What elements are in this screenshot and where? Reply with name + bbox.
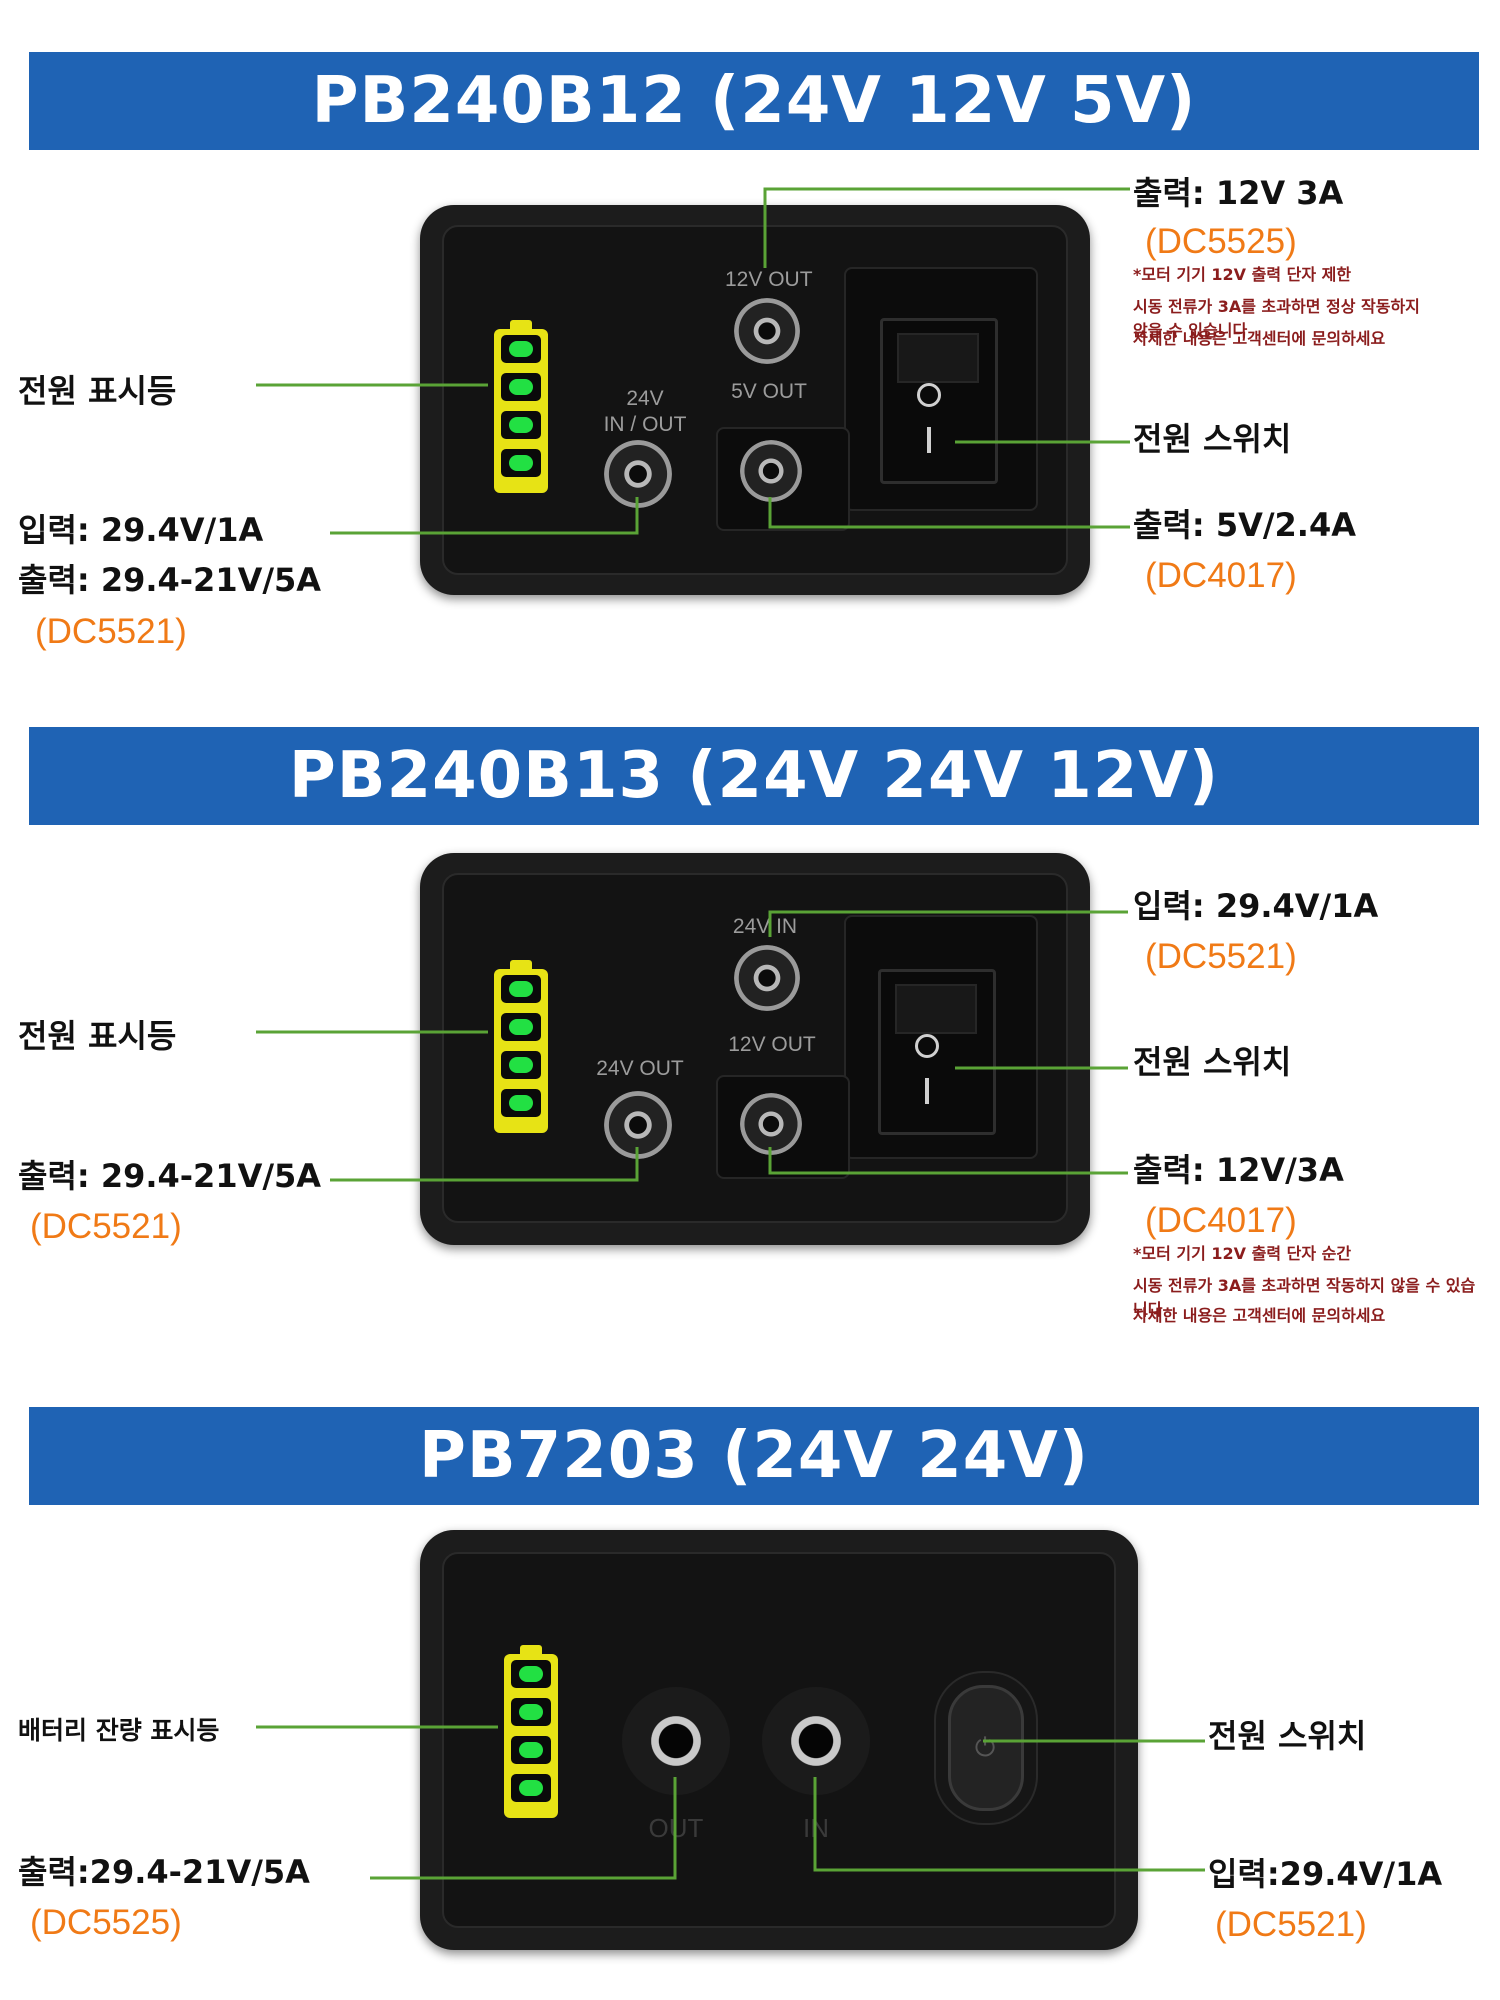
port-24v-in: [734, 945, 800, 1011]
note-line: 니다 자세한 내용은 고객센터에 문의하세요: [1133, 1299, 1475, 1325]
label-out5: 출력: 5V/2.4A: [1133, 506, 1356, 544]
switch-off-mark-icon: [917, 383, 941, 407]
leader-24v-inout: [330, 497, 639, 535]
led-cell: [511, 1736, 551, 1764]
label-switch: 전원 스위치: [1133, 420, 1292, 458]
note-12v-limit: *모터 기기 12V 출력 단자 제한 시동 전류가 3A를 초과하면 정상 작…: [1133, 262, 1420, 348]
switch-on-mark-icon: [925, 1078, 929, 1104]
section-title: PB7203 (24V 24V): [29, 1407, 1479, 1505]
note-12v-limit: *모터 기기 12V 출력 단자 순간 시동 전류가 3A를 초과하면 작동하지…: [1133, 1241, 1475, 1325]
led-cell: [501, 975, 541, 1003]
connector-dc5525: (DC5525): [1145, 222, 1297, 261]
port-label-12v-out: 12V OUT: [728, 1033, 816, 1056]
port-label-5v-out: 5V OUT: [731, 380, 807, 403]
led-cell: [501, 1089, 541, 1117]
section-title: PB240B13 (24V 24V 12V): [29, 727, 1479, 825]
label-switch: 전원 스위치: [1133, 1043, 1292, 1081]
port-12v-out: [740, 1093, 802, 1155]
label-input: 입력: 29.4V/1A: [18, 511, 264, 549]
port-24v-inout: [604, 440, 672, 508]
note-line: 않을 수 있습니다 자세한 내용은 고객센터에 문의하세요: [1133, 320, 1420, 348]
power-button[interactable]: ⏻: [948, 1685, 1024, 1811]
connector-dc4017: (DC4017): [1145, 556, 1297, 595]
led-cell: [501, 373, 541, 401]
port-label-12v-out: 12V OUT: [725, 268, 813, 291]
connector-dc5521: (DC5521): [1215, 1905, 1367, 1944]
note-line: *모터 기기 12V 출력 단자 순간: [1133, 1244, 1352, 1263]
leader-lines: [256, 187, 1130, 535]
leader-12v-out: [763, 187, 1130, 268]
connector-dc5521: (DC5521): [1145, 937, 1297, 976]
port-label-24v-out: 24V OUT: [596, 1057, 684, 1080]
connector-dc5525: (DC5525): [30, 1903, 182, 1942]
section-pb240b13: PB240B13 (24V 24V 12V) 24V IN 24V OUT 12…: [0, 675, 1500, 1325]
led-cell: [511, 1774, 551, 1802]
label-switch: 전원 스위치: [1208, 1717, 1367, 1755]
note-line: *모터 기기 12V 출력 단자 제한: [1133, 265, 1352, 284]
port-label-24v-in: 24V IN: [732, 915, 798, 938]
rocker-switch[interactable]: [878, 969, 996, 1135]
rocker-switch[interactable]: [880, 318, 998, 484]
leader-24v-in: [768, 910, 1128, 937]
section-pb240b12: PB240B12 (24V 12V 5V) 12V OUT 24V IN / O…: [0, 0, 1500, 651]
label-indicator: 배터리 잔량 표시등: [18, 1716, 220, 1745]
port-5v-out: [740, 440, 802, 502]
note-line-overlap: 자세한 내용은 고객센터에 문의하세요: [1133, 329, 1386, 348]
connector-dc5521: (DC5521): [35, 612, 187, 651]
switch-on-mark-icon: [927, 427, 931, 453]
section-pb7203: PB7203 (24V 24V) OUT IN ⏻ 배터리 잔량 표시등 출력:…: [0, 1355, 1500, 1995]
label-indicator: 전원 표시등: [18, 1017, 177, 1055]
label-output: 출력: 29.4-21V/5A: [18, 1157, 322, 1195]
leader-lines: [256, 1725, 1205, 1880]
note-line-overlap: 않을 수 있습니다: [1133, 321, 1248, 340]
battery-indicator-icon: [494, 320, 548, 493]
note-line-overlap: 자세한 내용은 고객센터에 문의하세요: [1133, 1306, 1386, 1325]
label-out12: 출력: 12V 3A: [1133, 174, 1344, 212]
battery-indicator-icon: [504, 1645, 558, 1818]
led-cell: [501, 411, 541, 439]
label-output: 출력: 29.4-21V/5A: [18, 561, 322, 599]
leader-out: [370, 1777, 677, 1880]
label-indicator: 전원 표시등: [18, 372, 177, 410]
led-cell: [501, 335, 541, 363]
led-cell: [501, 1013, 541, 1041]
led-cell: [501, 1051, 541, 1079]
leader-24v-out: [330, 1147, 639, 1182]
note-line: 시동 전류가 3A를 초과하면 정상 작동하지: [1133, 297, 1420, 316]
battery-indicator-icon: [494, 960, 548, 1133]
led-cell: [511, 1660, 551, 1688]
led-cell: [511, 1698, 551, 1726]
connector-dc5521: (DC5521): [30, 1207, 182, 1246]
leader-in: [813, 1777, 1205, 1872]
port-12v-out: [734, 298, 800, 364]
section-title: PB240B12 (24V 12V 5V): [29, 52, 1479, 150]
switch-cap: [895, 984, 977, 1034]
switch-cap: [897, 333, 979, 383]
connector-dc4017: (DC4017): [1145, 1201, 1297, 1240]
label-out12: 출력: 12V/3A: [1133, 1151, 1344, 1189]
switch-off-mark-icon: [915, 1034, 939, 1058]
label-input: 입력: 29.4V/1A: [1133, 887, 1379, 925]
port-label-24v-inout: 24V IN / OUT: [603, 387, 687, 436]
led-cell: [501, 449, 541, 477]
note-line: 시동 전류가 3A를 초과하면 작동하지 않을 수 있습: [1133, 1276, 1476, 1295]
note-line-overlap: 니다: [1133, 1300, 1163, 1319]
device-body: [420, 853, 1090, 1245]
label-output: 출력:29.4-21V/5A: [18, 1853, 310, 1891]
label-input: 입력:29.4V/1A: [1208, 1855, 1443, 1893]
leader-12v-out: [768, 1147, 1128, 1175]
leader-lines: [256, 910, 1128, 1182]
leader-5v-out: [768, 497, 1130, 529]
device-panel: [442, 225, 1068, 575]
